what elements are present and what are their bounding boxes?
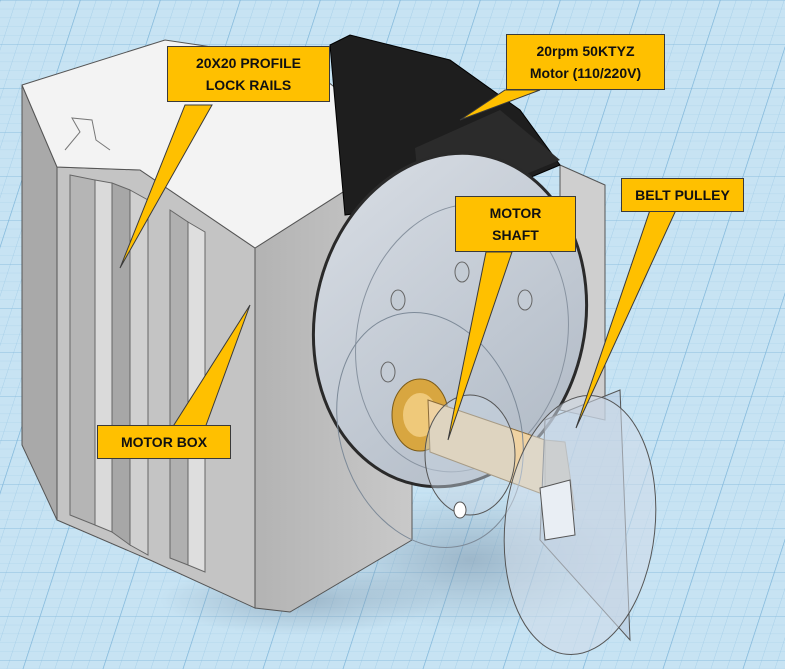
callout-belt-pulley-line1: BELT PULLEY bbox=[635, 187, 730, 203]
callout-motor-shaft-line1: MOTOR bbox=[489, 205, 542, 221]
callout-pointers bbox=[119, 89, 677, 441]
callout-motor-shaft-line2: SHAFT bbox=[492, 227, 539, 243]
callout-profile-rails: 20X20 PROFILE LOCK RAILS bbox=[167, 46, 330, 102]
motor-shaft-pointer bbox=[447, 251, 513, 441]
callout-profile-rails-line2: LOCK RAILS bbox=[205, 77, 292, 93]
callout-motor-line2: Motor (110/220V) bbox=[529, 65, 642, 81]
callout-motor-box: MOTOR BOX bbox=[97, 425, 231, 459]
callout-motor: 20rpm 50KTYZ Motor (110/220V) bbox=[506, 34, 665, 90]
callout-motor-box-line1: MOTOR BOX bbox=[120, 434, 208, 450]
callout-profile-rails-line1: 20X20 PROFILE bbox=[195, 55, 302, 71]
belt-pulley bbox=[503, 389, 657, 656]
profile-rails-pointer bbox=[119, 104, 213, 269]
callout-motor-shaft: MOTOR SHAFT bbox=[455, 196, 576, 252]
callout-motor-line1: 20rpm 50KTYZ bbox=[536, 43, 635, 59]
callout-belt-pulley: BELT PULLEY bbox=[621, 178, 744, 212]
shaft-coupling-disc bbox=[336, 312, 524, 548]
motor-pointer bbox=[459, 89, 541, 121]
